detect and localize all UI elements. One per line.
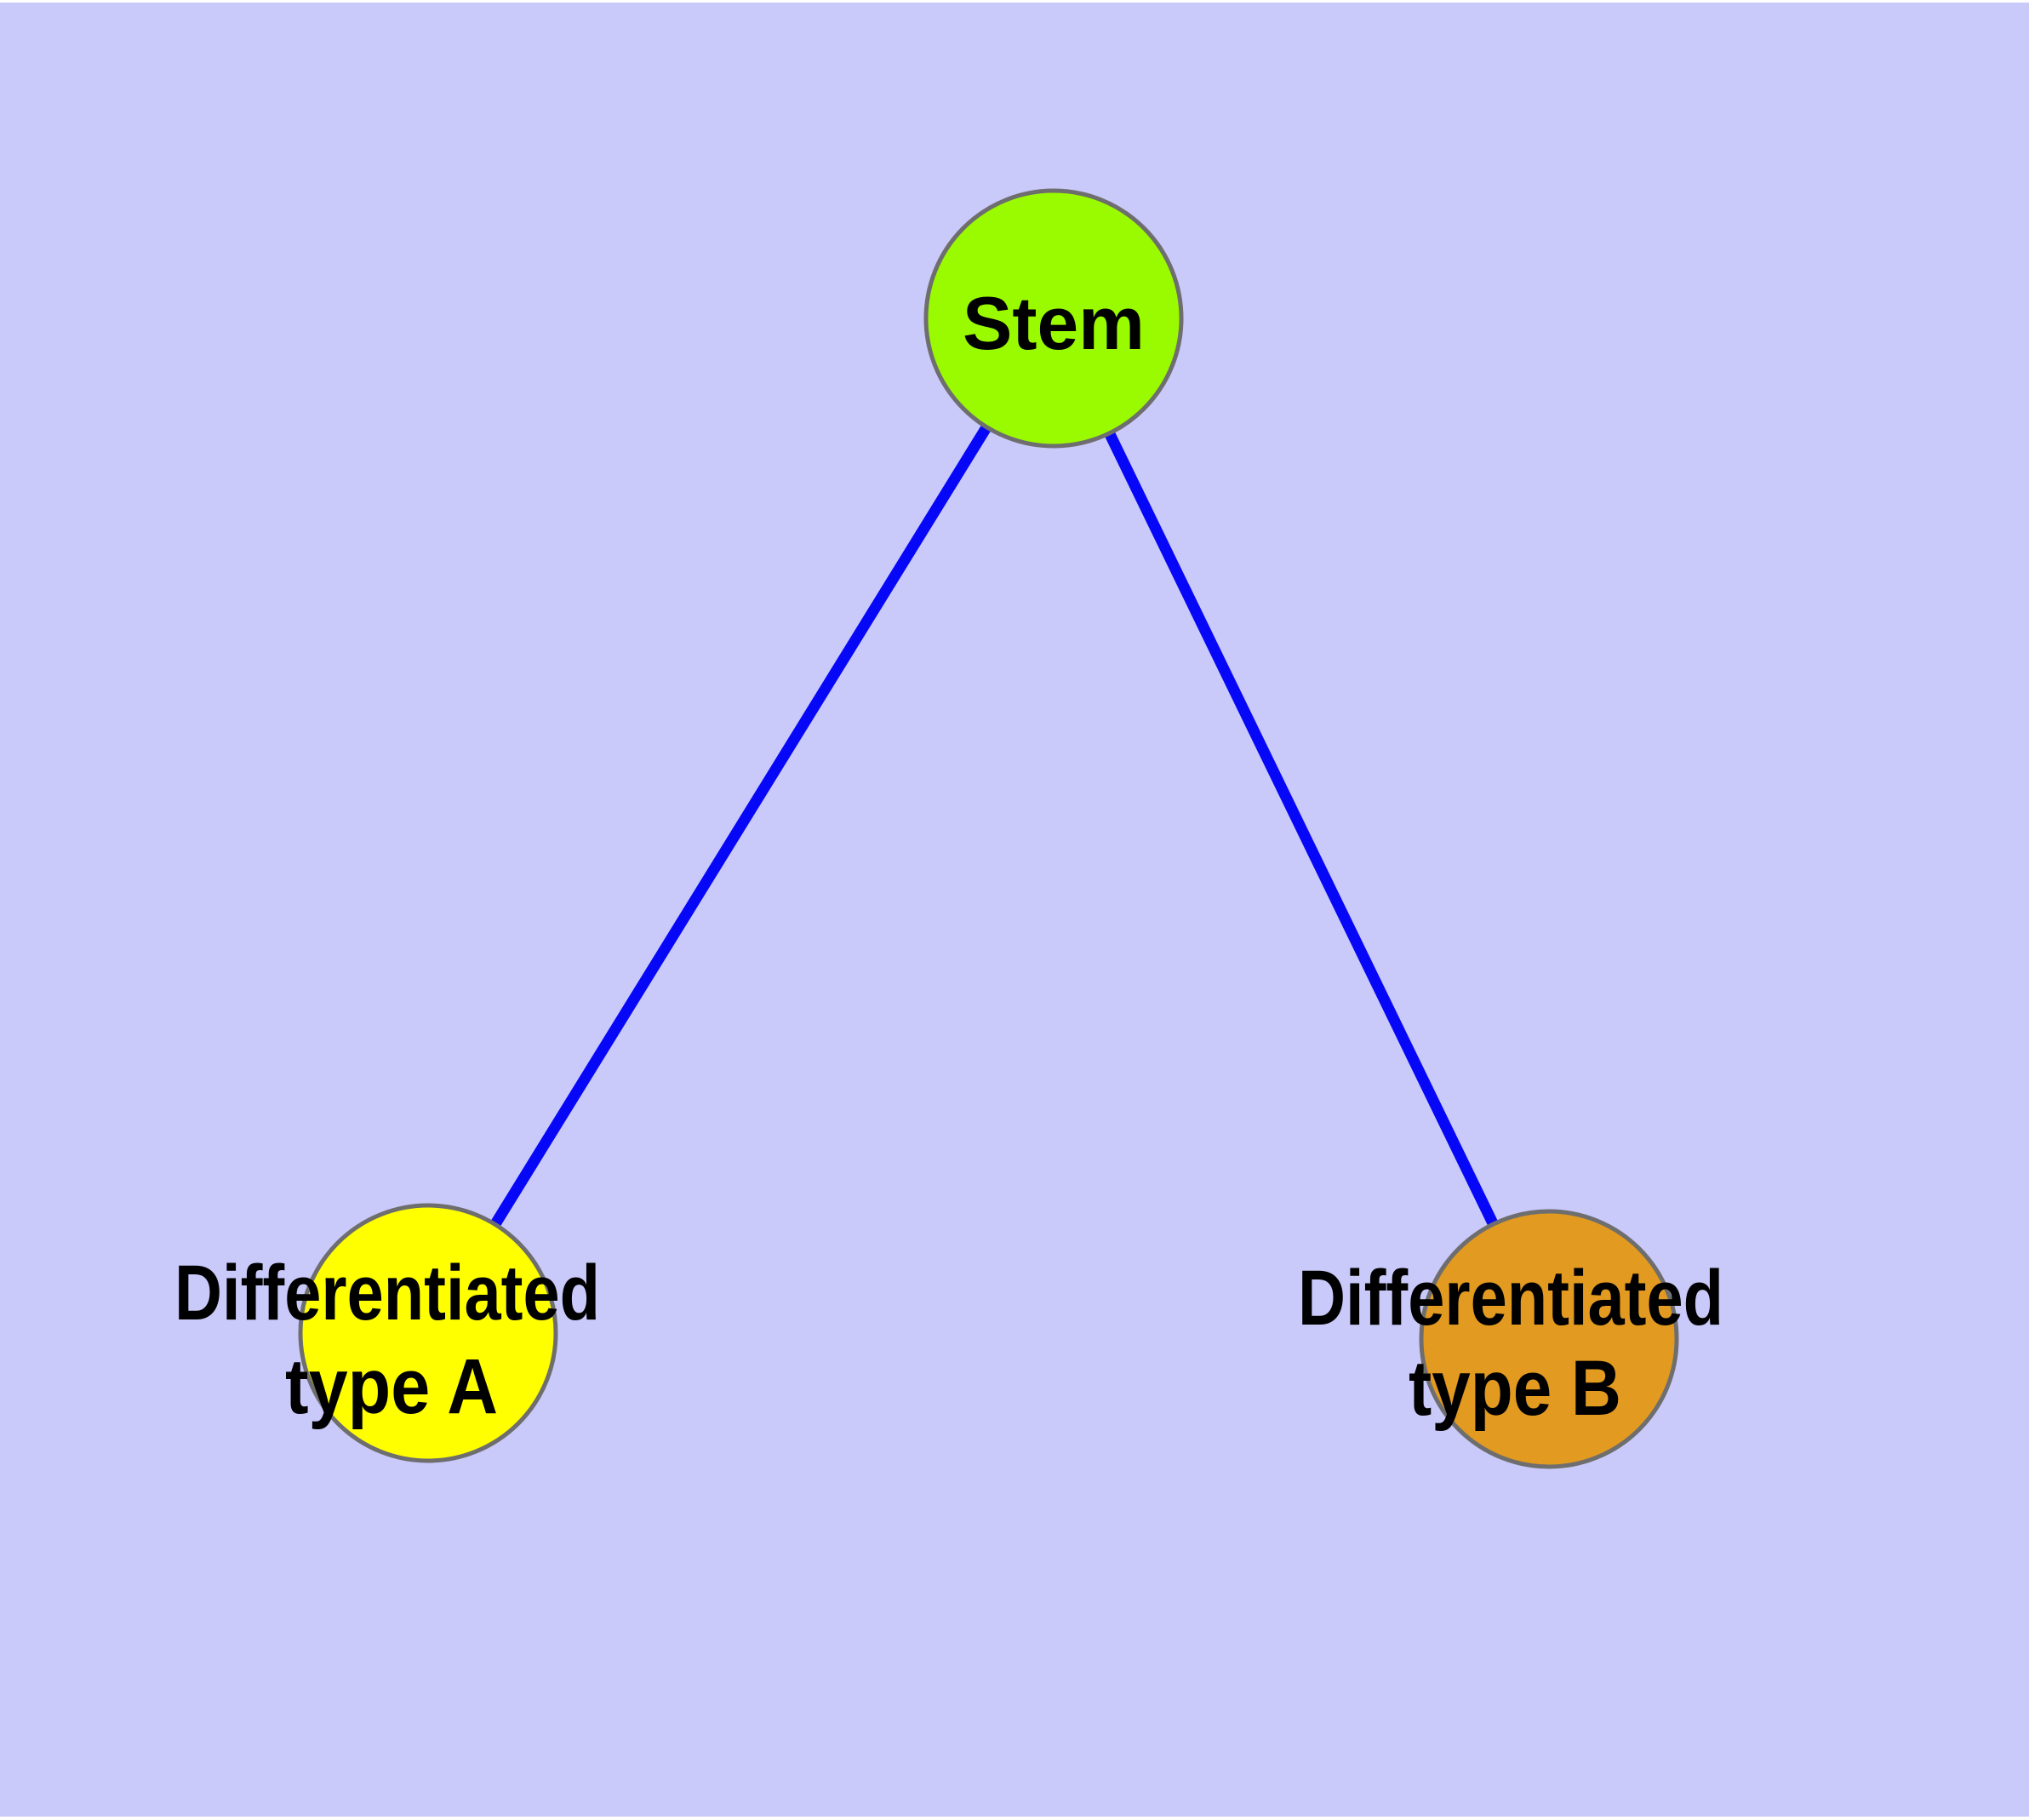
node-type-a-label-line-2: type A bbox=[285, 1343, 498, 1430]
node-type-b-label-line-1: Differentiated bbox=[1298, 1255, 1723, 1342]
node-stem bbox=[923, 188, 1184, 449]
node-differentiated-type-a bbox=[298, 1203, 558, 1463]
edge-stem-to-type-b bbox=[1049, 316, 1554, 1342]
edge-stem-to-type-a bbox=[423, 315, 1059, 1336]
node-type-a-label-line-1: Differentiated bbox=[174, 1250, 600, 1336]
node-differentiated-type-b bbox=[1419, 1209, 1679, 1469]
node-type-b-label-line-2: type B bbox=[1409, 1345, 1621, 1432]
node-stem-label: Stem bbox=[963, 281, 1145, 365]
